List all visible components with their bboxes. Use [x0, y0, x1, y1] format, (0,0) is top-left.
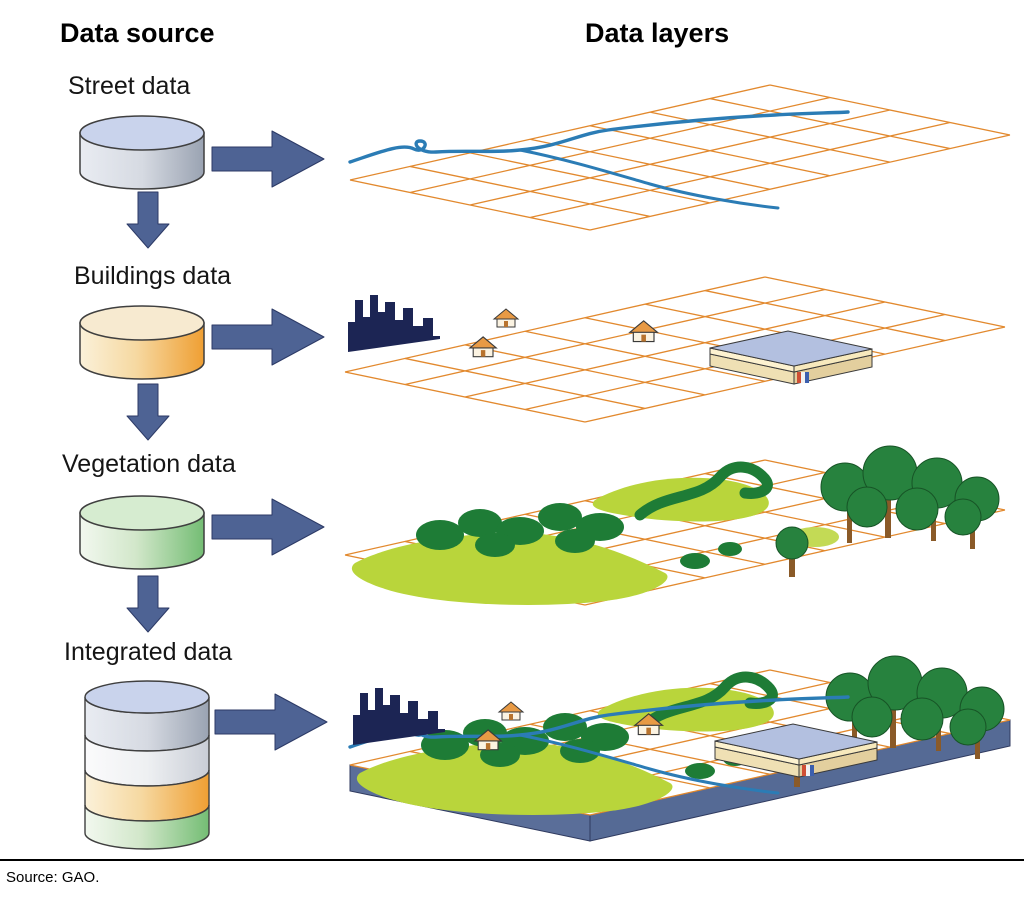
right-arrow-street-icon: [211, 130, 325, 188]
down-arrow-2-icon: [126, 383, 170, 441]
header-data-source: Data source: [60, 18, 215, 48]
right-arrow-vegetation-icon: [211, 498, 325, 556]
layer-integrated: [348, 656, 1011, 842]
right-arrow-integrated-icon: [214, 693, 328, 751]
source-note: Source: GAO.: [6, 869, 100, 886]
layer-vegetation: [344, 446, 1006, 605]
layer-buildings: [344, 276, 1006, 423]
right-arrow-buildings-icon: [211, 308, 325, 366]
label-street-data: Street data: [68, 72, 191, 100]
label-vegetation-data: Vegetation data: [62, 450, 236, 478]
down-arrow-1-icon: [126, 191, 170, 249]
header-data-layers: Data layers: [585, 18, 730, 48]
label-buildings-data: Buildings data: [74, 262, 232, 290]
database-buildings-icon: [79, 305, 205, 380]
down-arrow-3-icon: [126, 575, 170, 633]
label-integrated-data: Integrated data: [64, 638, 233, 666]
database-street-icon: [79, 115, 205, 190]
footer-divider: [0, 859, 1024, 861]
database-vegetation-icon: [79, 495, 205, 570]
layer-street: [348, 84, 1011, 231]
database-integrated-icon: [84, 680, 210, 850]
